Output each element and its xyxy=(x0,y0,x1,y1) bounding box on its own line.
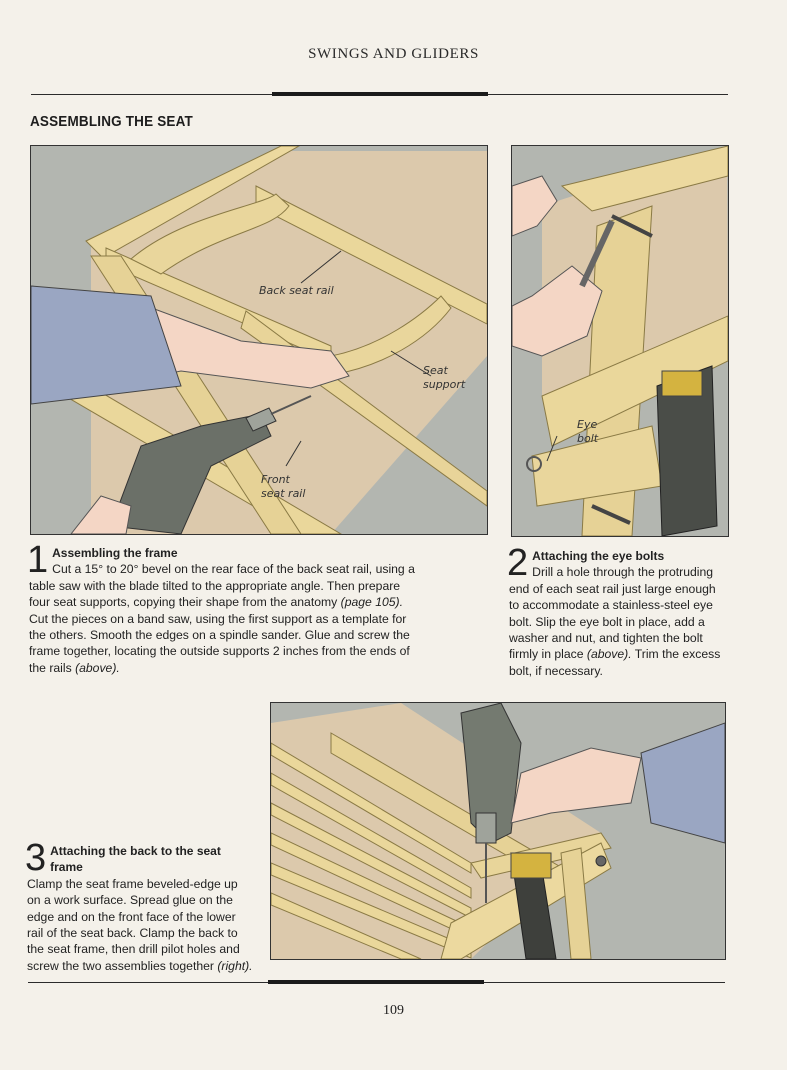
step-2-heading: Attaching the eye bolts xyxy=(532,549,665,563)
figure-assembling-frame: Back seat rail Seat support Front seat r… xyxy=(30,145,488,535)
step-1-text-a: Cut a 15° to 20° bevel on the rear face … xyxy=(29,562,415,610)
step-2-number: 2 xyxy=(507,542,529,584)
step-3-ref: (right). xyxy=(217,958,253,973)
figure-eye-bolts: Eye bolt xyxy=(511,145,729,537)
label-back-seat-rail: Back seat rail xyxy=(259,284,334,297)
step-2-text-a: Drill a hole through the protruding end … xyxy=(509,565,716,662)
label-front-seat-rail-line1: Front xyxy=(261,473,291,486)
step-1-number: 1 xyxy=(27,539,49,581)
step-3-heading: Attaching the back to the seat frame xyxy=(50,844,221,875)
step-3-text-a: Clamp the seat frame beveled-edge up on … xyxy=(27,876,240,973)
step-1-ref-end: (above). xyxy=(75,660,120,675)
label-front-seat-rail-line2: seat rail xyxy=(261,487,305,500)
footer-rule-accent xyxy=(268,980,484,984)
page-number: 109 xyxy=(383,1003,404,1018)
step-1-page-ref: (page 105). xyxy=(340,595,403,610)
label-seat-support-line1: Seat xyxy=(423,364,448,377)
running-head: SWINGS AND GLIDERS xyxy=(308,46,479,62)
step-2: 2 Attaching the eye bolts Drill a hole t… xyxy=(507,542,725,679)
header-rule-accent xyxy=(272,92,488,96)
step-3-number: 3 xyxy=(25,837,47,879)
section-title: ASSEMBLING THE SEAT xyxy=(30,113,193,130)
label-eye-bolt-line2: bolt xyxy=(577,432,599,445)
label-seat-support-line2: support xyxy=(423,378,466,391)
step-3: 3 Attaching the back to the seat frame C… xyxy=(25,837,253,974)
step-2-text-b: Trim the excess bolt, if necessary. xyxy=(509,647,721,678)
step-1-text-b: Cut the pieces on a band saw, using the … xyxy=(29,611,410,675)
figure-attaching-back xyxy=(270,702,726,960)
step-1-heading: Assembling the frame xyxy=(52,546,178,560)
step-1: 1 Assembling the frame Cut a 15° to 20° … xyxy=(27,539,421,676)
label-eye-bolt-line1: Eye xyxy=(577,418,597,431)
step-2-ref: (above). xyxy=(586,647,632,662)
